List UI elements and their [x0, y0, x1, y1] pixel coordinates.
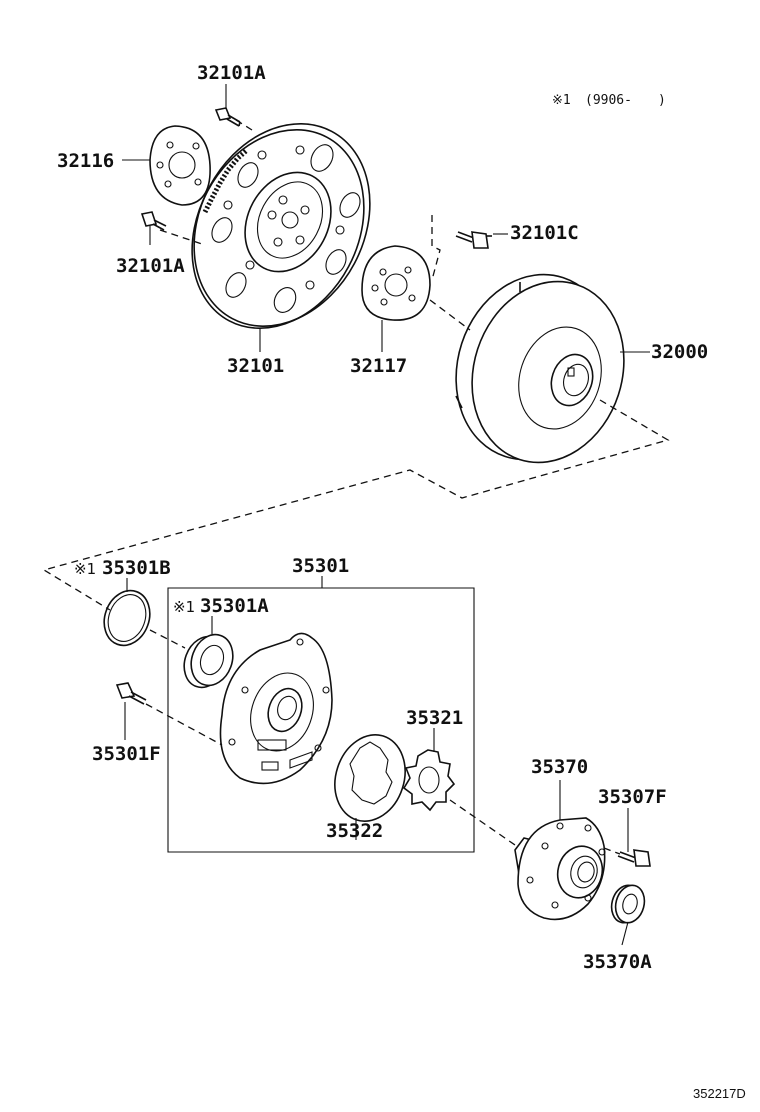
leader-lines	[122, 84, 650, 946]
label-35301: 35301	[292, 555, 349, 577]
bolt-35301f	[115, 682, 147, 705]
note-text: (9906- )	[585, 93, 666, 108]
pump-cover-35370	[514, 817, 606, 921]
label-32000: 32000	[651, 341, 708, 363]
bolt-35307f	[617, 849, 651, 867]
spacer-plate-32116	[149, 125, 211, 206]
drive-gear-35321	[402, 749, 456, 812]
label-35370a: 35370A	[583, 951, 652, 973]
label-32101: 32101	[227, 355, 284, 377]
drive-plate-32101	[191, 122, 371, 330]
label-35301a: 35301A	[200, 595, 269, 617]
oil-seal-35370a	[610, 884, 646, 924]
label-35370: 35370	[531, 756, 588, 778]
bolt-32101a-left	[140, 211, 167, 231]
pump-body-35301	[219, 632, 333, 785]
label-32116: 32116	[57, 150, 114, 172]
label-35322: 35322	[326, 820, 383, 842]
diagram-code: 352217D	[693, 1086, 746, 1101]
label-32101a-top: 32101A	[197, 62, 266, 84]
spacer-plate-32117	[361, 245, 431, 321]
label-32117: 32117	[350, 355, 407, 377]
assembly-lines	[42, 119, 670, 855]
label-35321: 35321	[406, 707, 463, 729]
pump-assembly-box	[167, 587, 475, 853]
mark-35301b: ※1	[74, 560, 96, 578]
torque-converter-32000	[455, 273, 625, 464]
o-ring-35301b	[103, 589, 151, 647]
label-32101c: 32101C	[510, 222, 579, 244]
label-32101a-left: 32101A	[116, 255, 185, 277]
note-mark: ※1	[552, 93, 571, 108]
bolt-32101a-top	[214, 107, 241, 127]
label-35307f: 35307F	[598, 786, 667, 808]
driven-gear-35322	[334, 734, 406, 822]
label-35301f: 35301F	[92, 743, 161, 765]
label-35301b: 35301B	[102, 557, 171, 579]
bolt-32101c	[455, 231, 492, 249]
mark-35301a: ※1	[173, 598, 195, 616]
oil-seal-35301a	[183, 633, 234, 689]
